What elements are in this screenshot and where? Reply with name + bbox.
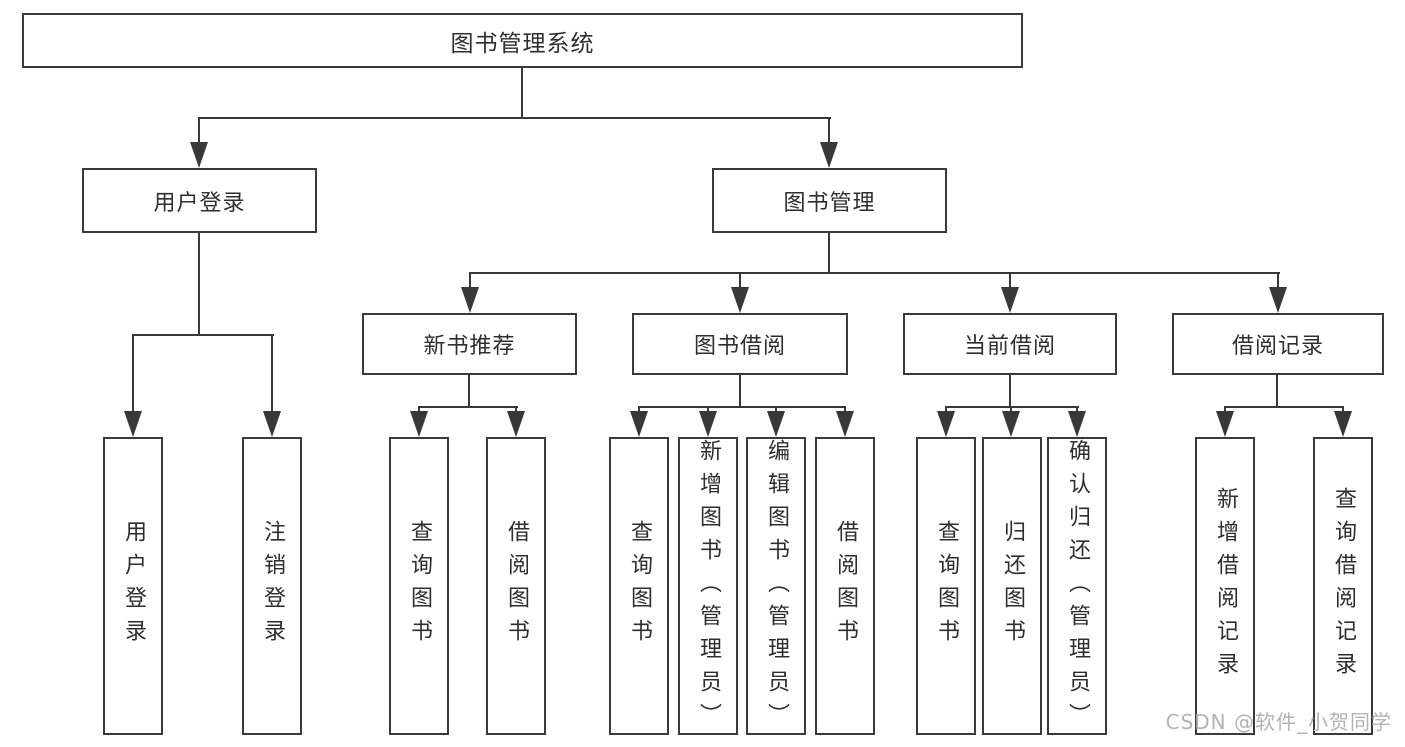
arrow-down-icon — [1002, 411, 1020, 437]
node-root: 图书管理系统 — [22, 13, 1023, 68]
connector-line — [1277, 273, 1279, 291]
connector-line — [828, 117, 830, 146]
connector-line — [469, 272, 1280, 274]
node-new-book-recommend: 新书推荐 — [362, 313, 577, 375]
leaf-borrow-books-recommend: 借阅图书 — [486, 437, 546, 735]
connector-line — [1009, 273, 1011, 291]
leaf-query-borrow-record: 查询借阅记录 — [1313, 437, 1373, 735]
node-current-borrowing: 当前借阅 — [903, 313, 1117, 375]
arrow-down-icon — [1068, 411, 1086, 437]
connector-line — [132, 335, 134, 415]
arrow-down-icon — [836, 411, 854, 437]
connector-line — [198, 117, 200, 146]
connector-line — [638, 406, 846, 408]
arrow-down-icon — [1001, 287, 1019, 313]
connector-line — [198, 233, 200, 336]
connector-line — [1224, 406, 1344, 408]
leaf-add-borrow-record: 新增借阅记录 — [1195, 437, 1255, 735]
leaf-logout: 注销登录 — [242, 437, 302, 735]
connector-line — [468, 375, 470, 408]
connector-line — [945, 406, 1079, 408]
arrow-down-icon — [767, 411, 785, 437]
connector-line — [828, 233, 830, 274]
leaf-query-books-borrowing: 查询图书 — [609, 437, 669, 735]
leaf-return-books: 归还图书 — [982, 437, 1042, 735]
node-book-borrowing: 图书借阅 — [632, 313, 848, 375]
arrow-down-icon — [410, 411, 428, 437]
arrow-down-icon — [699, 411, 717, 437]
leaf-query-books-recommend: 查询图书 — [389, 437, 449, 735]
arrow-down-icon — [1216, 411, 1234, 437]
arrow-down-icon — [263, 411, 281, 437]
connector-line — [739, 273, 741, 291]
arrow-down-icon — [507, 411, 525, 437]
leaf-add-book-admin: 新增图书（管理员） — [678, 437, 738, 735]
connector-line — [1276, 375, 1278, 408]
node-user-login: 用户登录 — [82, 168, 317, 233]
arrow-down-icon — [937, 411, 955, 437]
leaf-borrow-books-borrowing: 借阅图书 — [815, 437, 875, 735]
arrow-down-icon — [820, 142, 838, 168]
arrow-down-icon — [630, 411, 648, 437]
connector-line — [418, 406, 518, 408]
leaf-edit-book-admin: 编辑图书（管理员） — [746, 437, 806, 735]
connector-line — [469, 273, 471, 291]
connector-line — [1009, 375, 1011, 408]
leaf-query-books-current: 查询图书 — [916, 437, 976, 735]
arrow-down-icon — [731, 287, 749, 313]
connector-line — [521, 68, 523, 117]
connector-line — [132, 334, 274, 336]
leaf-confirm-return-admin: 确认归还（管理员） — [1047, 437, 1107, 735]
connector-line — [739, 375, 741, 408]
leaf-user-login: 用户登录 — [103, 437, 163, 735]
watermark: CSDN @软件_小贺同学 — [1165, 710, 1392, 734]
arrow-down-icon — [190, 142, 208, 168]
node-book-management: 图书管理 — [712, 168, 947, 233]
arrow-down-icon — [124, 411, 142, 437]
connector-line — [271, 335, 273, 415]
arrow-down-icon — [1334, 411, 1352, 437]
connector-line — [198, 117, 831, 119]
arrow-down-icon — [461, 287, 479, 313]
node-borrowing-records: 借阅记录 — [1172, 313, 1384, 375]
arrow-down-icon — [1269, 287, 1287, 313]
